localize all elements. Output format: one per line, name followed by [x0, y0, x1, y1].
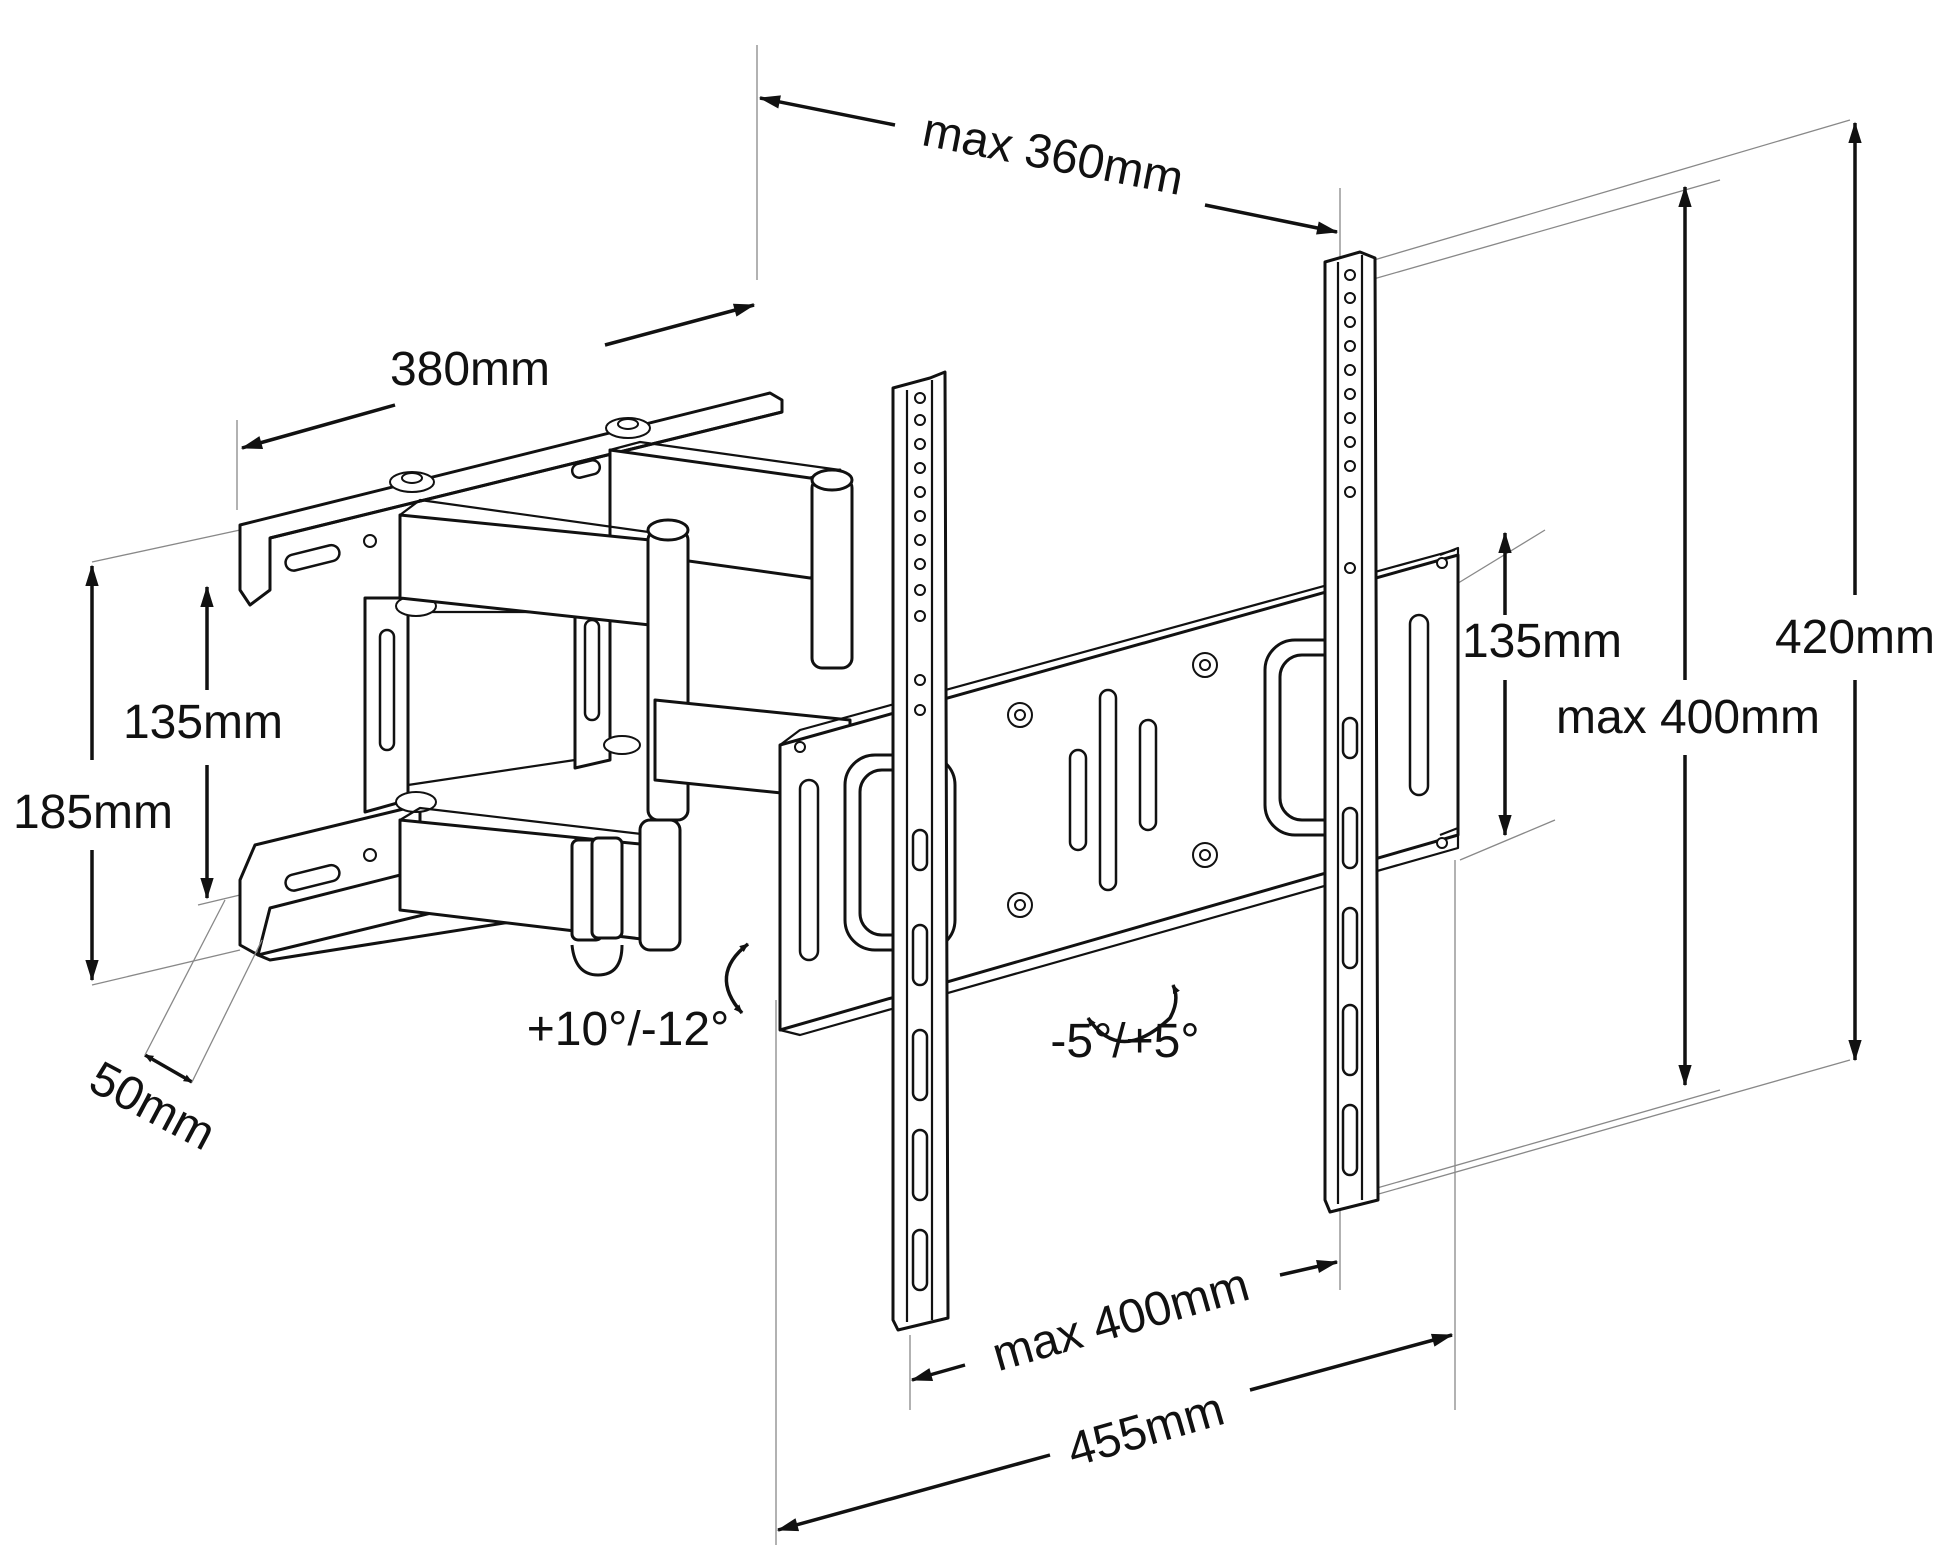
label-vesa-max-horizontal: max 400mm	[986, 1258, 1254, 1382]
label-depth-max: max 360mm	[918, 104, 1187, 206]
curved-arrow-icon	[724, 942, 750, 1015]
curved-arrow-icon	[1086, 984, 1180, 1044]
label-wall-thickness: 50mm	[81, 1052, 224, 1161]
vertical-tv-arm-right	[1323, 250, 1380, 1214]
label-swivel: -5°/+5°	[1050, 1015, 1199, 1068]
label-plate-width: 455mm	[1061, 1383, 1229, 1478]
label-vesa-max-vertical: max 400mm	[1556, 691, 1820, 744]
vertical-tv-arm-left	[891, 370, 950, 1332]
label-plate-inner-height: 135mm	[1462, 615, 1622, 668]
label-wall-width: 380mm	[390, 343, 550, 396]
label-tilt: +10°/-12°	[527, 1003, 730, 1056]
label-plate-outer-height: 420mm	[1775, 611, 1935, 664]
label-wall-inner-height: 135mm	[123, 696, 283, 749]
dimension-arrows	[85, 95, 1862, 1532]
label-wall-outer-height: 185mm	[13, 786, 173, 839]
extension-lines	[91, 45, 1851, 1545]
